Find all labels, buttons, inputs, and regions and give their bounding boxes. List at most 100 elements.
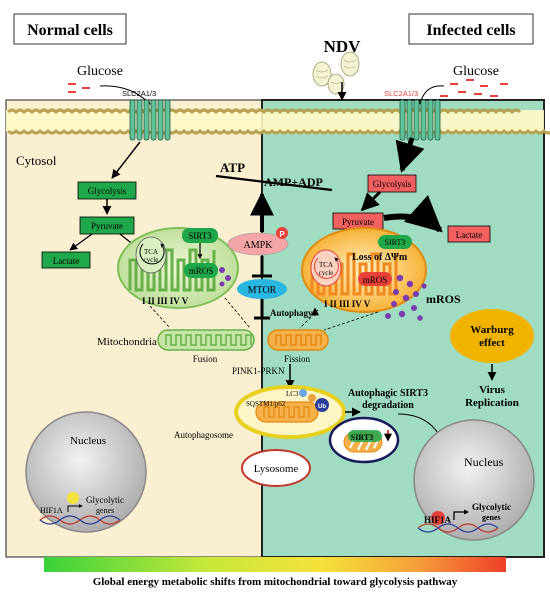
- engulfed-mitochondrion: [255, 401, 319, 423]
- dashed-normal-right: [224, 297, 251, 329]
- tca-label-infected: TCA: [319, 261, 333, 269]
- mros-badge-infected: [358, 272, 392, 286]
- sirt3-label-degraded: SIRT3: [351, 433, 373, 442]
- sirt3-label-infected: SIRT3: [385, 238, 406, 247]
- dashed-infected-right: [323, 311, 379, 331]
- genes-label-infected: genes: [482, 513, 501, 522]
- mitochondria-fusion-icon: [157, 329, 255, 351]
- fusion-label: Fusion: [193, 354, 218, 364]
- nucleus-label-normal: Nucleus: [70, 435, 106, 447]
- membrane-channel-icon: [129, 99, 441, 141]
- pyruvate-box-normal: [79, 216, 135, 235]
- genes-label-normal: genes: [96, 506, 114, 515]
- lactate-label-normal: Lactate: [53, 256, 79, 266]
- glycolytic-label-normal: Glycolytic: [86, 495, 124, 505]
- bottom-caption: Global energy metabolic shifts from mito…: [93, 576, 458, 588]
- arrow-to-lactate-normal: [69, 233, 93, 251]
- sqstm1-label: SQSTM1/p62: [246, 400, 286, 408]
- autophagic-sirt3-line2: degradation: [362, 400, 414, 411]
- pink1-prkn-label: PINK1-PRKN: [232, 366, 285, 376]
- dashed-infected-left: [299, 309, 319, 329]
- nucleus-normal: [25, 411, 147, 533]
- infected-cells-header: Infected cells: [426, 22, 515, 39]
- arrow-to-glycolysis-infected: [395, 137, 425, 173]
- complexes-label-infected: I II III IV V: [324, 299, 371, 309]
- lysosome-vesicle: [241, 449, 311, 487]
- phospho-label: P: [279, 230, 285, 239]
- mitochondria-fission-icon: [267, 329, 329, 351]
- metabolic-shift-gradient-bar: [44, 557, 506, 572]
- hif1a-marker-infected: [431, 511, 445, 525]
- nucleus-infected: [413, 419, 535, 541]
- normal-cells-header-box: [13, 13, 127, 45]
- tca-cycle-arrow-infected: [314, 257, 339, 279]
- pyruvate-label-normal: Pyruvate: [91, 221, 123, 231]
- arrow-to-pyruvate-infected: [360, 190, 382, 212]
- glycolysis-label-normal: Glycolysis: [88, 186, 127, 196]
- lc3-label: LC3: [286, 390, 299, 398]
- arrow-to-lactate-infected: [383, 194, 443, 233]
- infected-cells-header-box: [408, 13, 534, 45]
- lactate-label-infected: Lactate: [456, 230, 482, 240]
- tca-cycle-infected: [310, 249, 342, 287]
- hif1a-label-infected: HIF1A: [424, 515, 452, 525]
- mros-label-normal: mROS: [189, 266, 214, 276]
- plasma-membrane: [6, 108, 550, 135]
- arrow-to-glycolysis-normal: [111, 141, 141, 179]
- ros-dots-normal: [219, 267, 231, 287]
- virus-icon: [312, 51, 360, 95]
- glucose-label-infected: Glucose: [453, 64, 499, 79]
- cycle-label-infected: cycle: [319, 269, 334, 277]
- mitochondria-label: Mitochondria: [97, 336, 157, 348]
- sirt3-badge-infected: [378, 235, 412, 249]
- lactate-box-infected: [447, 225, 491, 243]
- dna-icon: [39, 515, 121, 525]
- p62-dot: [308, 394, 316, 402]
- sirt3-badge-normal: [182, 228, 218, 243]
- autophagosome-label: Autophagosome: [174, 430, 233, 440]
- cytosol-label: Cytosol: [16, 153, 57, 168]
- atp-label: ATP: [220, 160, 245, 175]
- pyruvate-label-infected: Pyruvate: [342, 217, 374, 227]
- mtor-node: [237, 279, 287, 299]
- loss-membrane-potential-label: Loss of ΔΨm: [352, 252, 408, 263]
- sirt3-label-normal: SIRT3: [188, 231, 212, 241]
- tca-cycle-normal: [135, 236, 167, 274]
- transporter-label-normal: SLC2A1/3: [122, 89, 156, 98]
- complexes-label-normal: I II III IV V: [142, 296, 189, 306]
- transporter-label-infected: SLC2A1/3: [384, 89, 418, 98]
- transcription-arrow-infected: [453, 509, 470, 520]
- warburg-line1: Warburg: [470, 324, 514, 336]
- tca-cycle-arrow-normal: [139, 243, 165, 265]
- phospho-badge: [276, 227, 288, 239]
- glycolysis-box-infected: [367, 174, 417, 193]
- lc3-dot: [299, 389, 307, 397]
- virus-replication-line1: Virus: [479, 384, 506, 396]
- transcription-arrow-normal: [67, 504, 83, 512]
- ampk-label: AMPK: [244, 240, 274, 251]
- warburg-line2: effect: [479, 337, 505, 349]
- mros-label-infected: mROS: [363, 275, 388, 285]
- sirt3-badge-degraded: [348, 430, 382, 442]
- amp-adp-label: AMP+ADP: [264, 175, 323, 189]
- mtor-label: MTOR: [248, 285, 277, 296]
- mros-label-large: mROS: [426, 292, 461, 306]
- glycolysis-label-infected: Glycolysis: [373, 179, 412, 189]
- mros-badge-normal: [184, 263, 218, 278]
- glucose-molecules: [68, 79, 508, 97]
- ampk-node: [227, 232, 289, 256]
- nucleus-label-infected: Nucleus: [464, 455, 504, 469]
- fission-label: Fission: [284, 354, 311, 364]
- glucose-label-normal: Glucose: [77, 64, 123, 79]
- atp-amp-balance-line: [215, 174, 333, 192]
- ndv-label: NDV: [324, 37, 362, 56]
- autophagy-label: Autophagy: [270, 308, 313, 318]
- ubiquitin-badge: [315, 398, 329, 412]
- virus-replication-line2: Replication: [465, 397, 519, 409]
- hif1a-marker-normal: [67, 492, 79, 504]
- ub-label: Ub: [318, 404, 326, 410]
- warburg-ellipse: [450, 309, 534, 363]
- lactate-box-normal: [41, 251, 91, 269]
